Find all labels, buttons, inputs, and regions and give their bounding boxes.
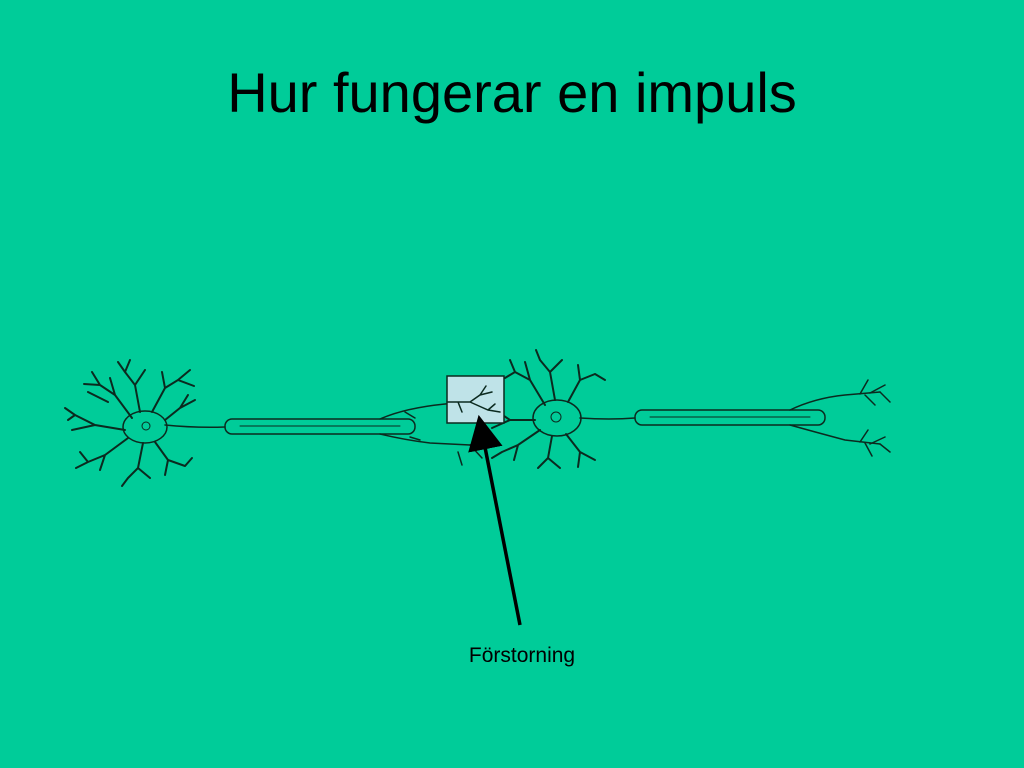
myelin-sheath-left: [224, 418, 416, 435]
soma-left: [122, 410, 168, 444]
magnification-caption: Förstorning: [468, 644, 576, 667]
axon-hillock-right: [579, 417, 636, 420]
pointer-arrow: [468, 414, 522, 626]
slide-title: Hur fungerar en impuls: [227, 61, 797, 124]
dendrites-right: [487, 349, 606, 469]
magnifier-box: [446, 375, 505, 424]
neuron-right: [487, 349, 891, 469]
axon-terminals-right: [789, 379, 891, 457]
myelin-sheath-right: [634, 409, 826, 426]
axon-hillock-left: [164, 424, 226, 428]
nucleus-left: [141, 421, 151, 431]
nucleus-right: [550, 411, 562, 423]
neuron-left: [64, 359, 489, 487]
dendrites-left: [64, 359, 196, 487]
